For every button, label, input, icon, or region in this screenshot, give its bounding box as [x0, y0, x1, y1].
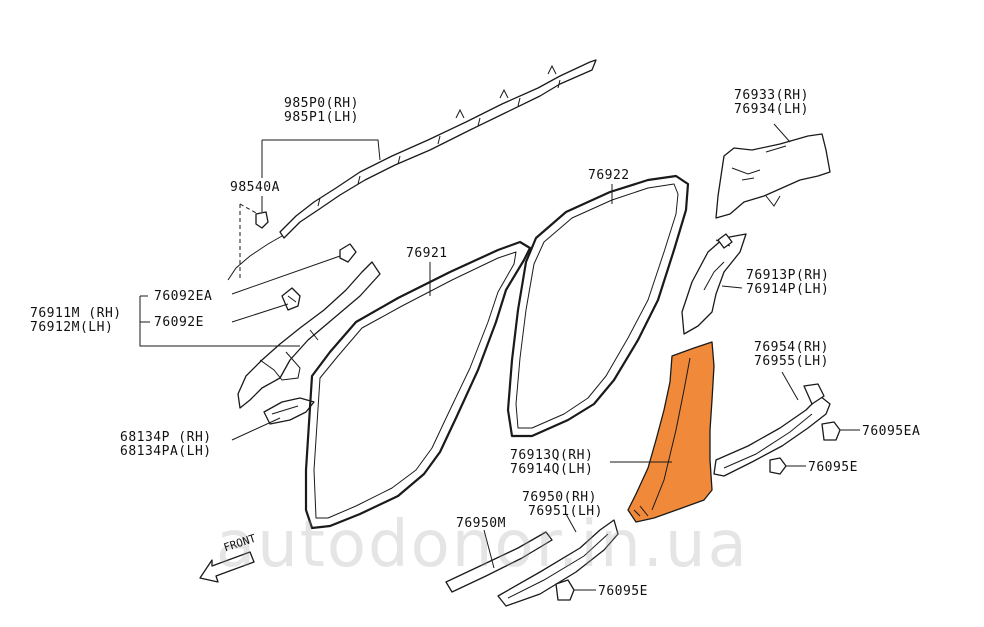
clip-76092ea-part: [231, 243, 357, 295]
label-front-weatherstrip: 76921: [406, 246, 448, 261]
label-sill-76950m: 76950M: [456, 516, 506, 531]
label-clip-76095e-lower: 76095E: [598, 584, 648, 599]
clip-76092e-part: [281, 287, 301, 311]
label-cover-rh: 68134P (RH): [120, 430, 212, 445]
label-b-pillar-upper-rh: 76913P(RH): [746, 268, 830, 283]
label-c-pillar-lh: 76934(LH): [734, 102, 809, 117]
curtain-airbag: [227, 59, 597, 281]
label-clip-76095e-upper: 76095E: [808, 460, 858, 475]
label-a-pillar-rh: 76911M (RH): [30, 306, 122, 321]
rear-sill-trim: [713, 383, 831, 477]
clip-76095e-upper-part: [769, 457, 806, 475]
label-clip-76092e: 76092E: [154, 315, 204, 330]
front-arrow-icon: [199, 551, 255, 583]
label-cover-lh: 68134PA(LH): [120, 444, 212, 459]
clip-76095ea-part: [821, 421, 860, 441]
label-clip-98540a: 98540A: [230, 180, 280, 195]
label-b-pillar-lower-lh: 76914Q(LH): [510, 462, 594, 477]
label-front-sill-rh: 76950(RH): [522, 490, 597, 505]
label-clip-76092ea: 76092EA: [154, 289, 213, 304]
clip-76095e-lower-part: [555, 579, 596, 601]
label-airbag-rh: 985P0(RH): [284, 96, 359, 111]
watermark: autodonor.in.ua: [216, 508, 749, 582]
a-pillar-trim: [237, 261, 381, 409]
label-rear-sill-rh: 76954(RH): [754, 340, 829, 355]
rear-weatherstrip: [506, 174, 690, 438]
front-weatherstrip: [304, 240, 532, 530]
label-b-pillar-lower-rh: 76913Q(RH): [510, 448, 594, 463]
c-pillar-trim: [715, 133, 831, 219]
b-pillar-upper-trim: [681, 233, 747, 335]
label-a-pillar-lh: 76912M(LH): [30, 320, 114, 335]
front-sill-trim: [497, 519, 619, 607]
label-c-pillar-rh: 76933(RH): [734, 88, 809, 103]
sill-76950m: [445, 531, 553, 593]
label-b-pillar-upper-lh: 76914P(LH): [746, 282, 830, 297]
label-front-sill-lh: 76951(LH): [528, 504, 603, 519]
label-rear-sill-lh: 76955(LH): [754, 354, 829, 369]
label-clip-76095ea: 76095EA: [862, 424, 921, 439]
b-pillar-lower-trim: [627, 341, 715, 523]
label-airbag-lh: 985P1(LH): [284, 110, 359, 125]
clip-98540a-part: [239, 203, 269, 278]
leader-lines: [139, 123, 799, 569]
cover-68134p: [263, 397, 315, 425]
label-rear-weatherstrip: 76922: [588, 168, 630, 183]
